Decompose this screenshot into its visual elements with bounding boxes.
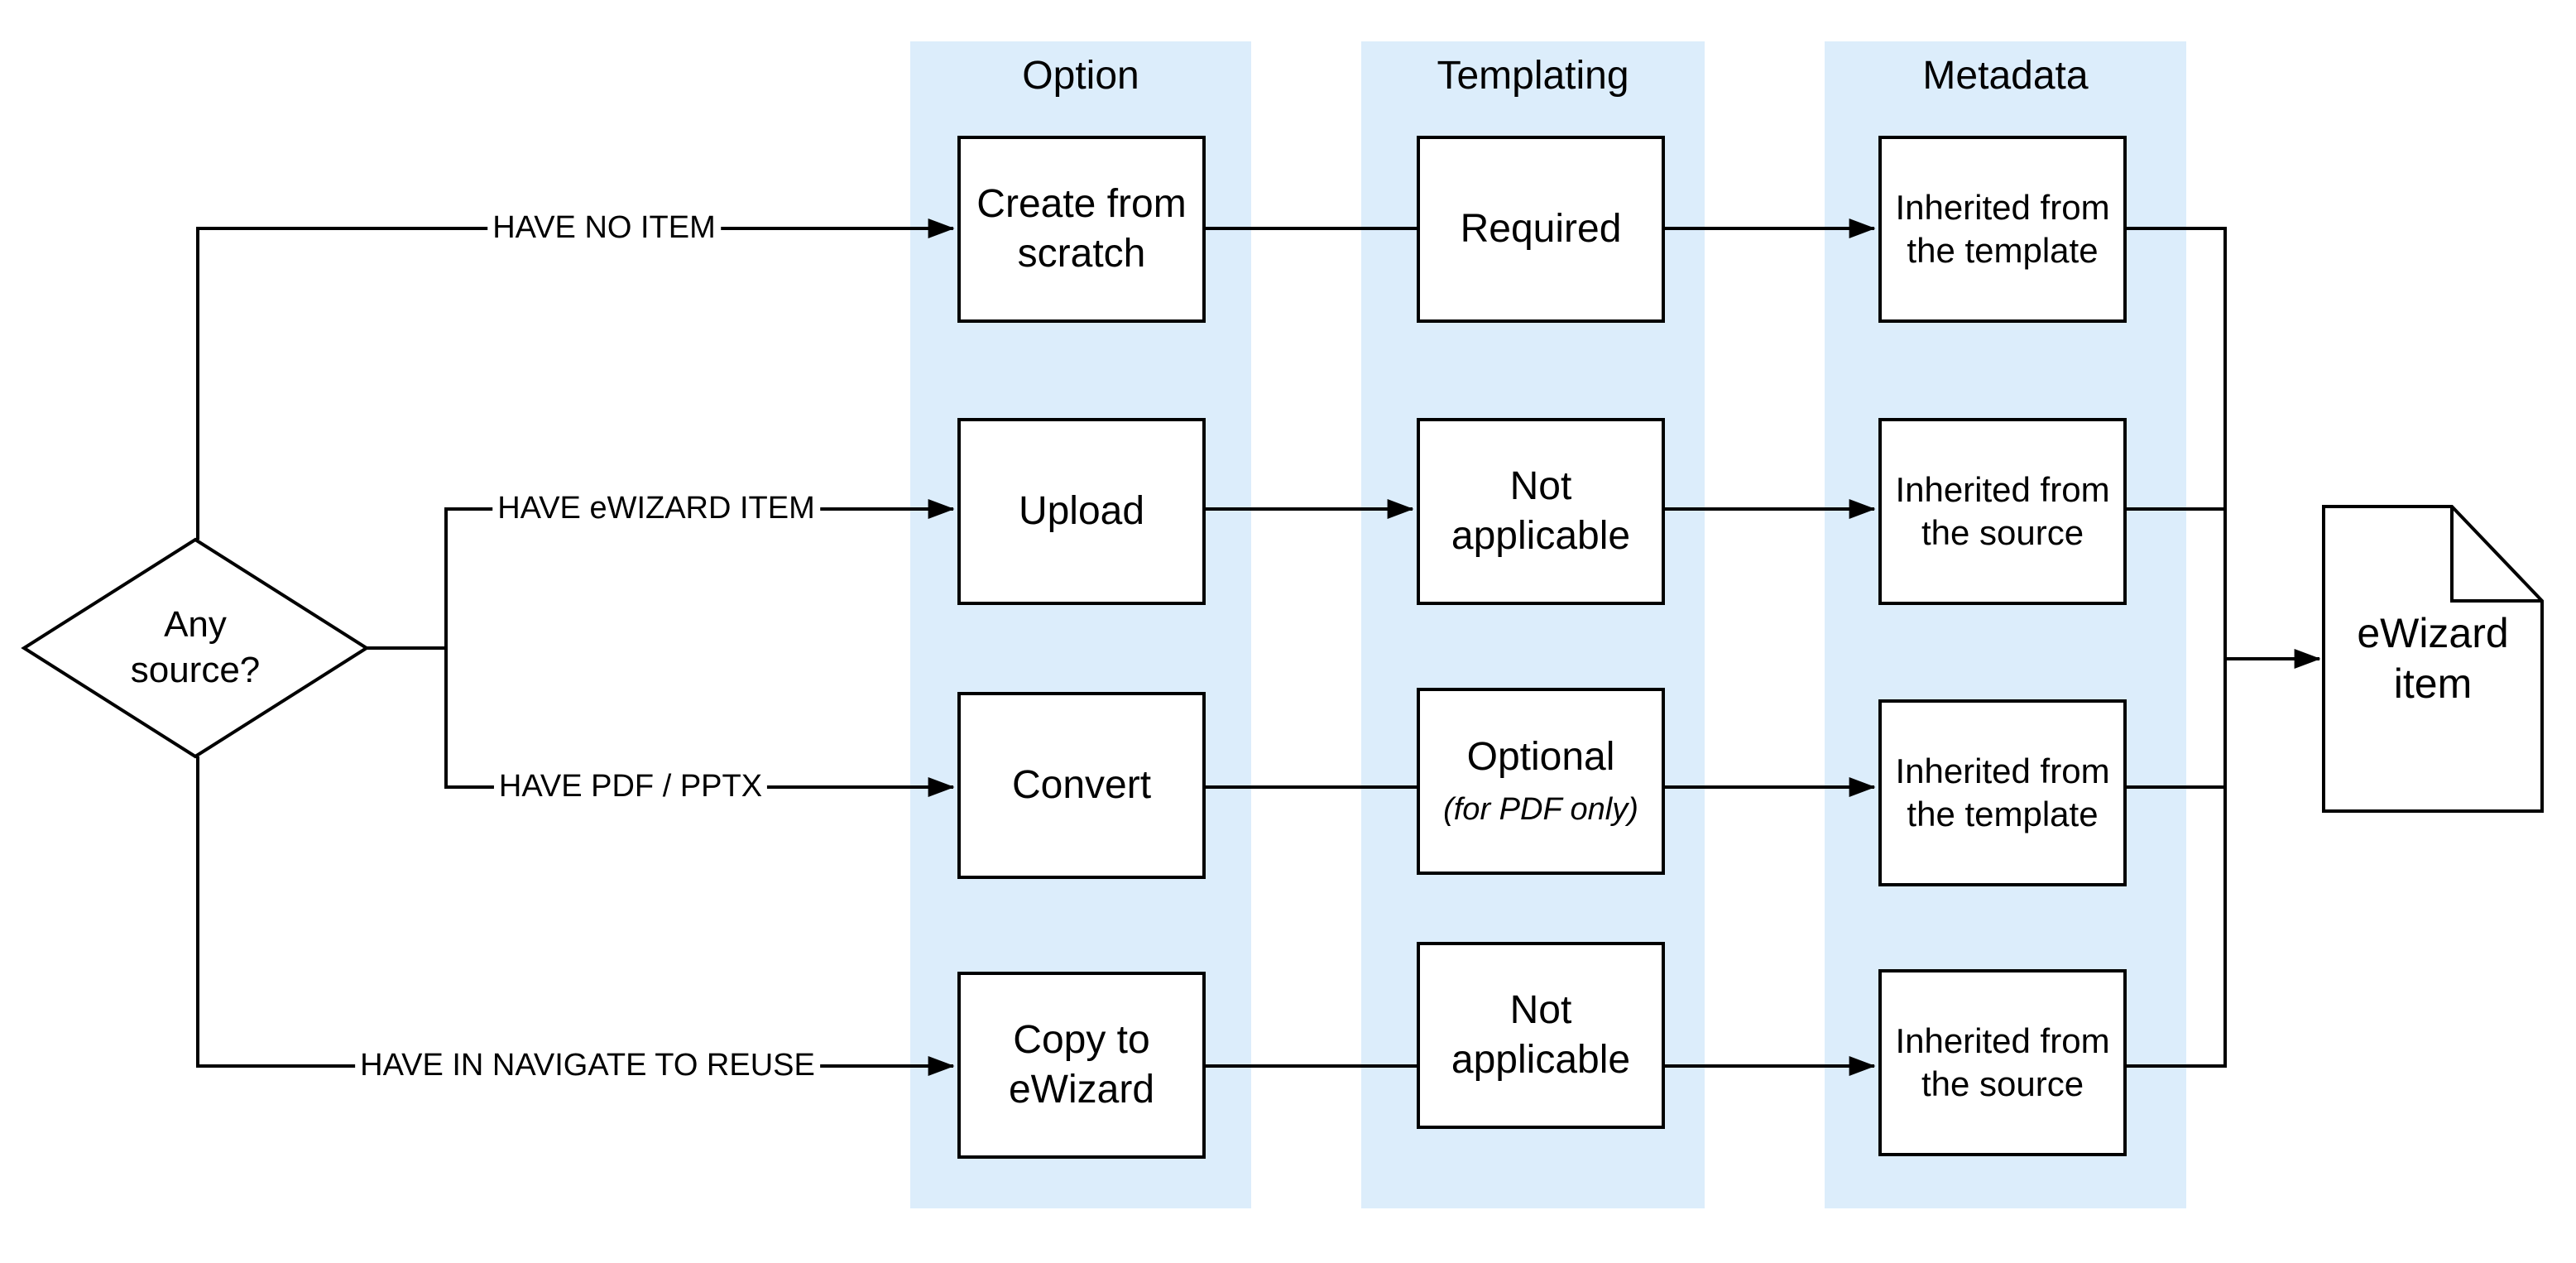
metadata-box-row4: Inherited from the source (1878, 969, 2127, 1156)
option-box-copy-to-ewizard: Copy to eWizard (957, 972, 1206, 1159)
column-header-option: Option (1022, 54, 1139, 98)
templating-box-label: Not applicable (1451, 464, 1631, 558)
templating-box-label: Required (1460, 207, 1622, 251)
metadata-box-label: Inherited from the template (1895, 751, 2110, 834)
metadata-box-row2: Inherited from the source (1878, 418, 2127, 605)
templating-box-label: Optional (1466, 735, 1615, 780)
option-box-upload: Upload (957, 418, 1206, 605)
metadata-box-label: Inherited from the source (1895, 1020, 2110, 1104)
templating-box-row4: Not applicable (1417, 942, 1665, 1129)
metadata-box-row1: Inherited from the template (1878, 136, 2127, 323)
templating-box-optional: Optional (for PDF only) (1417, 688, 1665, 875)
document-fold-icon (2450, 507, 2542, 603)
branch-label-have-ewizard-item: HAVE eWIZARD ITEM (492, 491, 820, 526)
option-box-label: Convert (1011, 763, 1152, 807)
metadata-box-label: Inherited from the template (1895, 187, 2110, 271)
templating-box-required: Required (1417, 136, 1665, 323)
document-shape (2322, 505, 2544, 813)
option-box-label: Create from scratch (976, 182, 1187, 276)
decision-diamond (21, 537, 370, 759)
option-box-create-from-scratch: Create from scratch (957, 136, 1206, 323)
branch-label-have-pdf-pptx: HAVE PDF / PPTX (493, 769, 768, 804)
branch-label-have-no-item: HAVE NO ITEM (487, 210, 721, 246)
templating-box-note: (for PDF only) (1443, 792, 1638, 828)
metadata-box-label: Inherited from the source (1895, 469, 2110, 553)
option-box-label: Upload (1018, 489, 1145, 533)
branch-label-have-navigate-reuse: HAVE IN NAVIGATE TO REUSE (355, 1048, 820, 1083)
result-document-label: eWizard item (2357, 610, 2509, 707)
templating-box-label: Not applicable (1451, 988, 1631, 1082)
metadata-box-row3: Inherited from the template (1878, 699, 2127, 886)
option-box-label: Copy to eWizard (1008, 1018, 1155, 1112)
templating-box-row2: Not applicable (1417, 418, 1665, 605)
column-header-metadata: Metadata (1922, 54, 2089, 98)
column-header-templating: Templating (1437, 54, 1629, 98)
decision-label: Any source? (130, 604, 261, 690)
option-box-convert: Convert (957, 692, 1206, 879)
